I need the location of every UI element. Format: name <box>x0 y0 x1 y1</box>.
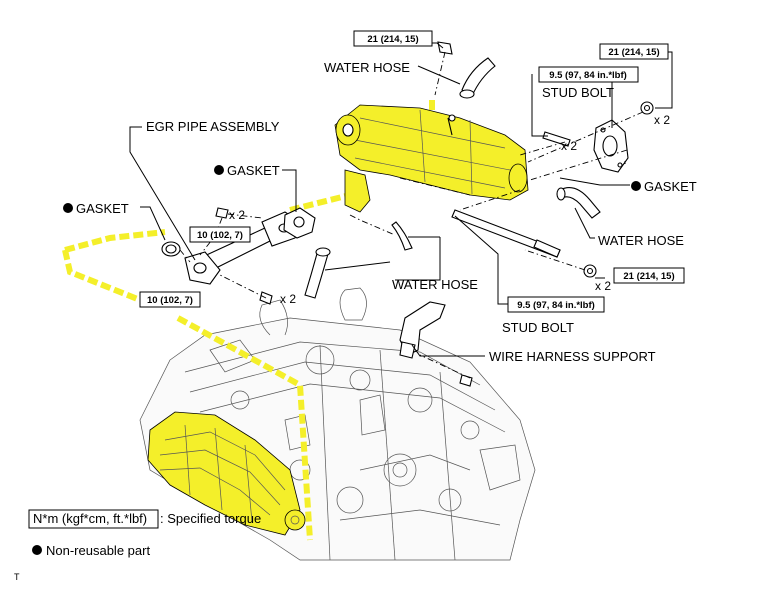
legend-nonreusable-marker <box>32 545 42 555</box>
gasket-center <box>283 207 316 239</box>
torque-spec-5-text: 10 (102, 7) <box>147 295 193 306</box>
nonreusable-marker-gasket-center <box>214 165 224 175</box>
label-wire-harness-support: WIRE HARNESS SUPPORT <box>489 349 656 364</box>
torque-spec-5: 10 (102, 7) <box>139 291 201 308</box>
quantity-nut-top-right: x 2 <box>654 113 670 127</box>
highlight-routing <box>62 100 435 541</box>
torque-spec-2-text: 21 (214, 15) <box>608 47 659 58</box>
label-stud-bolt-bottom: STUD BOLT <box>502 320 574 335</box>
nut-top-center <box>437 41 453 55</box>
bolt-pipe-upper <box>215 207 229 219</box>
torque-spec-6-text: 21 (214, 15) <box>623 271 674 282</box>
label-gasket-left: GASKET <box>76 201 129 216</box>
corner-mark: T <box>14 572 20 582</box>
intake-manifold-highlight <box>147 411 306 536</box>
label-gasket-right: GASKET <box>644 179 697 194</box>
torque-spec-7: 9.5 (97, 84 in.*lbf) <box>507 296 605 313</box>
water-hose-mid <box>304 221 413 299</box>
legend-torque-box: N*m (kgf*cm, ft.*lbf) <box>33 511 147 526</box>
gasket-left <box>161 241 181 257</box>
wire-harness-support <box>399 301 446 359</box>
legend-nonreusable-text: Non-reusable part <box>46 543 150 558</box>
torque-spec-7-text: 9.5 (97, 84 in.*lbf) <box>517 300 595 311</box>
torque-spec-1: 21 (214, 15) <box>353 30 433 47</box>
quantity-bolt-pipe-lower: x 2 <box>280 292 296 306</box>
nut-top-right <box>640 101 654 115</box>
torque-spec-3-text: 9.5 (97, 84 in.*lbf) <box>549 70 627 81</box>
quantity-stud-bolt-top: x 2 <box>561 139 577 153</box>
torque-spec-4-text: 10 (102, 7) <box>197 230 243 241</box>
label-egr-pipe-assembly: EGR PIPE ASSEMBLY <box>146 119 280 134</box>
torque-spec-1-text: 21 (214, 15) <box>367 34 418 45</box>
stud-bolt-bottom <box>451 209 561 258</box>
quantity-bolt-pipe-upper: x 2 <box>229 208 245 222</box>
label-water-hose-right: WATER HOSE <box>598 233 684 248</box>
egr-cooler <box>334 104 529 213</box>
nonreusable-marker-gasket-right <box>631 181 641 191</box>
nut-lower-right <box>583 264 597 278</box>
torque-spec-3: 9.5 (97, 84 in.*lbf) <box>538 66 639 83</box>
torque-spec-4: 10 (102, 7) <box>189 226 251 243</box>
label-gasket-center: GASKET <box>227 163 280 178</box>
torque-spec-2: 21 (214, 15) <box>599 43 669 60</box>
quantity-nut-lower-right: x 2 <box>595 279 611 293</box>
water-hose-top <box>459 57 496 99</box>
label-water-hose-top: WATER HOSE <box>324 60 410 75</box>
torque-spec-6: 21 (214, 15) <box>613 267 685 284</box>
legend-torque-text: : Specified torque <box>160 511 261 526</box>
egr-pipe-assembly <box>184 211 301 285</box>
nonreusable-marker-gasket-left <box>63 203 73 213</box>
water-hose-right <box>556 187 601 219</box>
label-stud-bolt-top: STUD BOLT <box>542 85 614 100</box>
label-water-hose-mid: WATER HOSE <box>392 277 478 292</box>
gasket-right <box>593 119 629 173</box>
legend: N*m (kgf*cm, ft.*lbf) : Specified torque… <box>28 509 261 558</box>
